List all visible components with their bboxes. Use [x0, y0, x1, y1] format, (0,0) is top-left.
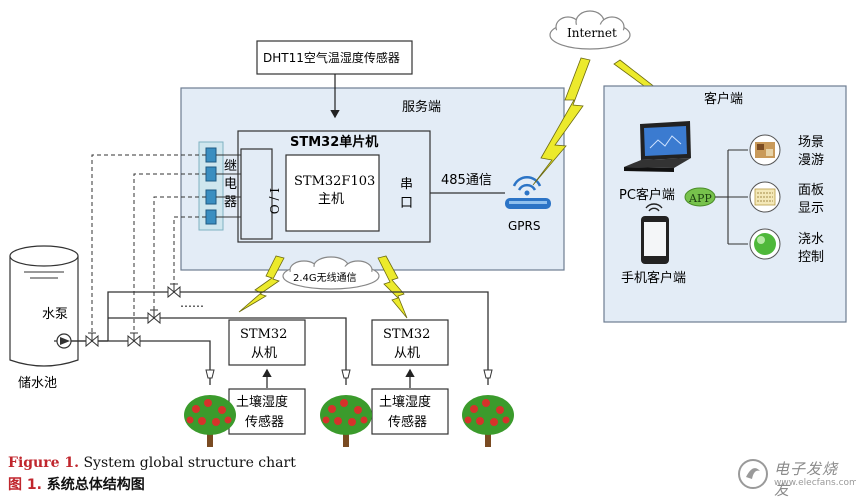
gprs-label: GPRS — [508, 219, 541, 233]
internet-cloud-icon — [549, 10, 631, 50]
relay-char-1: 继 — [224, 159, 237, 174]
relay-module — [205, 166, 217, 182]
serial-line2: 口 — [400, 196, 413, 211]
soil-sensor-2-line1: 土壤湿度 — [379, 394, 431, 410]
wireless-cloud-icon — [282, 256, 380, 290]
watermark-text: 电子发烧友 — [774, 460, 839, 499]
tree-icon — [462, 395, 514, 447]
caption-english: Figure 1. System global structure chart — [8, 455, 296, 471]
caption-english-text: System global structure chart — [79, 455, 296, 471]
relay-char-2: 电 — [224, 177, 237, 192]
caption-chinese: 图 1. 系统总体结构图 — [8, 474, 145, 494]
phone-client-label: 手机客户端 — [621, 270, 686, 286]
watering-control-icon — [749, 228, 781, 260]
sprinkler-icon — [205, 369, 215, 379]
pump-icon — [54, 333, 92, 349]
relay-module — [205, 147, 217, 163]
watermark-logo-icon — [738, 459, 768, 489]
valve-icon — [85, 332, 99, 348]
server-title: 服务端 — [402, 99, 441, 115]
io-box — [240, 148, 273, 240]
client-title: 客户端 — [704, 91, 743, 107]
watermark-url: www.elecfans.com — [774, 478, 856, 488]
water-tank — [9, 245, 79, 367]
relay-control-lines — [91, 154, 206, 335]
io-label: I / O — [267, 188, 281, 214]
dots: …… — [180, 296, 204, 310]
soil-sensor-box-2 — [371, 388, 449, 435]
valve-icon — [127, 332, 141, 348]
slave-1-line1: STM32 — [240, 327, 287, 342]
laptop-icon — [624, 121, 691, 172]
bolt-right-wireless — [377, 255, 408, 319]
host-line2: 主机 — [318, 192, 344, 207]
valve-icon — [167, 283, 181, 299]
client-item-2-line1: 面板 — [798, 183, 824, 198]
watermark: 电子发烧友 www.elecfans.com — [736, 454, 856, 499]
serial-line1: 串 — [400, 177, 413, 192]
client-item-2-line2: 显示 — [798, 201, 824, 216]
client-item-1-line1: 场景 — [798, 135, 824, 150]
slave-1-line2: 从机 — [251, 346, 277, 361]
mcu-title: STM32单片机 — [290, 134, 378, 150]
valve-icon — [147, 309, 161, 325]
panel-display-icon — [749, 181, 781, 213]
soil-sensor-2-line2: 传感器 — [388, 414, 427, 430]
pool-label: 储水池 — [18, 376, 57, 391]
app-label: APP — [688, 192, 712, 205]
sprinkler-icon — [483, 369, 493, 379]
caption-chinese-text: 系统总体结构图 — [41, 477, 145, 493]
bolt-left-wireless — [238, 255, 285, 313]
caption-english-label: Figure 1. — [8, 455, 79, 471]
slave-2-line1: STM32 — [383, 327, 430, 342]
caption-chinese-label: 图 1. — [8, 477, 42, 493]
router-icon — [505, 176, 551, 209]
bolt-gprs-internet — [532, 57, 591, 186]
app-branches — [715, 149, 748, 245]
soil-sensor-1-line2: 传感器 — [245, 414, 284, 430]
slave-box-1 — [228, 319, 306, 366]
tree-icons — [184, 395, 514, 447]
client-item-3-line1: 浇水 — [798, 232, 824, 247]
tree-icon — [184, 395, 236, 447]
client-item-1-line2: 漫游 — [798, 153, 824, 168]
slave-box-2 — [371, 319, 449, 366]
relay-module — [205, 189, 217, 205]
pump-label: 水泵 — [42, 307, 68, 322]
mcu-box — [237, 130, 431, 243]
relay-module — [205, 209, 217, 225]
sprinklers — [205, 369, 493, 379]
soil-sensor-1-line1: 土壤湿度 — [236, 394, 288, 410]
pc-client-label: PC客户端 — [619, 187, 675, 203]
host-box — [285, 154, 380, 232]
dht11-label: DHT11空气温湿度传感器 — [263, 50, 400, 65]
valves — [85, 283, 181, 348]
relay-char-3: 器 — [224, 195, 237, 210]
client-item-3-line2: 控制 — [798, 250, 824, 265]
relay-io-links — [216, 154, 241, 218]
host-line1: STM32F103 — [294, 174, 375, 189]
soil-sensor-box-1 — [228, 388, 306, 435]
sprinkler-icon — [341, 369, 351, 379]
tree-icon — [320, 395, 372, 447]
phone-icon — [641, 203, 669, 264]
slave-2-line2: 从机 — [394, 346, 420, 361]
internet-label: Internet — [567, 26, 617, 40]
rs485-label: 485通信 — [441, 173, 492, 188]
scene-roaming-icon — [749, 134, 781, 166]
wireless-label: 2.4G无线通信 — [293, 271, 357, 284]
